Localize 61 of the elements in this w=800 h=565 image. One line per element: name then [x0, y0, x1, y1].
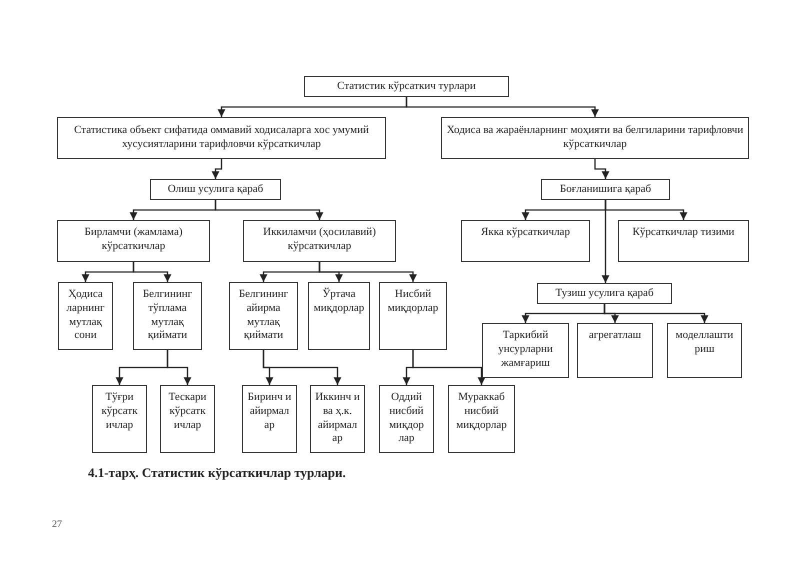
figure-caption: 4.1-тарҳ. Статистик кўрсаткичлар турлари.	[88, 465, 346, 481]
box-label: Тўғри кўрсатк ичлар	[100, 391, 139, 432]
category-box	[57, 117, 386, 159]
box-label: Тескари кўрсатк ичлар	[168, 391, 208, 432]
box-label: Ўртача миқдорлар	[312, 288, 366, 316]
arrow	[594, 159, 610, 179]
box-label: моделлашти риш	[674, 329, 734, 356]
category-box	[92, 385, 147, 453]
category-box	[243, 220, 396, 262]
box-label: Статистика объект сифатида оммавий ходисаларга хос умумий хусусиятларини тарифловчи кўрсаткичлар	[73, 124, 370, 152]
category-box	[541, 179, 670, 200]
box-label: Тузиш усулига қараб	[555, 286, 654, 300]
box-label: Мураккаб нисбий миқдорлар	[455, 391, 508, 432]
box-label: Оддий нисбий миқдор лар	[388, 391, 425, 446]
box-label: агрегатлаш	[588, 329, 642, 343]
box-label: Ходиса ва жараёнларнинг моҳияти ва белгиларини тарифловчи кўрсаткичлар	[446, 124, 744, 152]
arrow	[604, 304, 708, 323]
category-box	[229, 282, 298, 350]
category-box	[577, 323, 653, 378]
box-label: Боғланишига қараб	[560, 182, 652, 196]
category-box	[133, 282, 202, 350]
category-box	[667, 323, 742, 378]
category-box	[379, 385, 434, 453]
category-box	[304, 76, 509, 97]
box-label: Белгининг тўплама мутлақ қиймати	[142, 288, 194, 343]
arrow	[406, 97, 599, 117]
box-label: Белгининг айирма мутлақ қиймати	[238, 288, 290, 343]
category-box	[308, 282, 370, 350]
box-label: Ҳодиса ларнинг мутлақ сони	[65, 288, 106, 343]
arrow	[412, 350, 486, 385]
box-label: Биринч и айирмал ар	[246, 391, 292, 432]
category-box	[58, 282, 113, 350]
box-label: Якка кўрсаткичлар	[481, 226, 570, 240]
arrow	[262, 350, 342, 385]
box-label: Статистик кўрсаткич турлари	[337, 80, 476, 94]
box-label: Таркибий унсурларни жамғариш	[497, 329, 554, 370]
box-label: Бирламчи (жамлама) кўрсаткичлар	[84, 226, 184, 254]
arrow	[214, 200, 324, 220]
category-box	[482, 323, 569, 378]
category-box	[461, 220, 590, 262]
box-label: Кўрсаткичлар тизими	[632, 226, 734, 240]
category-box	[448, 385, 515, 453]
arrow	[166, 350, 192, 385]
arrow	[132, 262, 172, 282]
category-box	[537, 283, 672, 304]
category-box	[618, 220, 749, 262]
category-box	[379, 282, 447, 350]
category-box	[150, 179, 281, 200]
category-box	[160, 385, 215, 453]
arrow	[318, 262, 417, 282]
category-box	[242, 385, 297, 453]
box-label: Олиш усулига қараб	[168, 182, 264, 196]
box-label: Нисбий миқдорлар	[386, 288, 440, 316]
arrow	[212, 159, 222, 179]
box-label: Иккиламчи (ҳосилавий) кўрсаткичлар	[262, 226, 377, 254]
category-box	[57, 220, 210, 262]
page-number: 27	[52, 519, 62, 530]
box-label: Иккинч и ва ҳ.к. айирмал ар	[314, 391, 361, 446]
arrow	[602, 200, 610, 283]
category-box	[441, 117, 749, 159]
category-box	[310, 385, 365, 453]
